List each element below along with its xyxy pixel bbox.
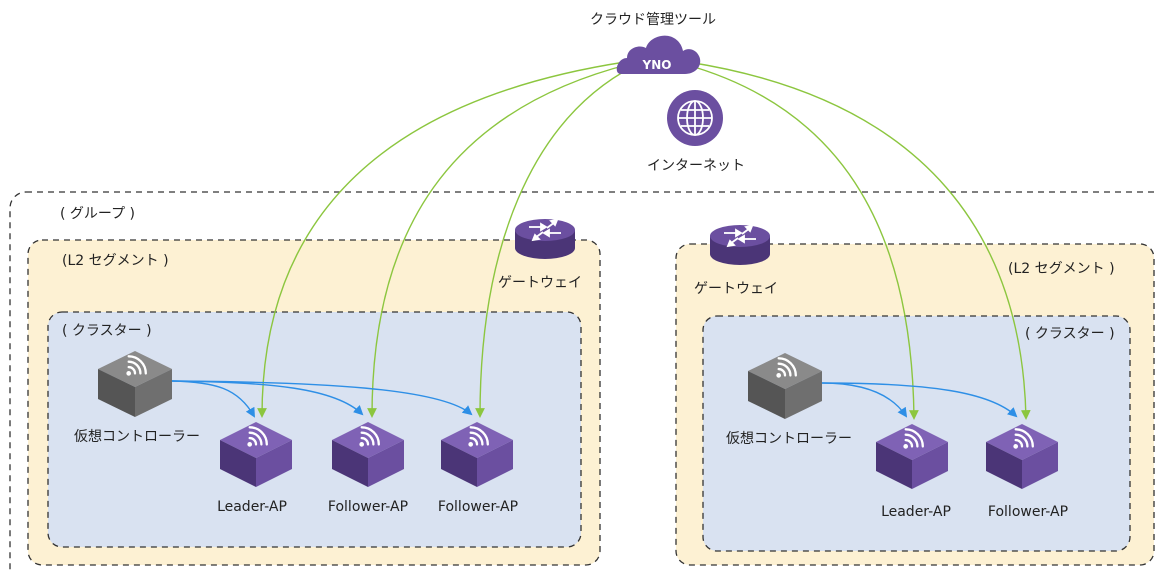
globe-icon: [667, 90, 723, 146]
cloud-links: [257, 61, 1031, 420]
group-boundary: [9, 191, 1158, 574]
link-left-ctrl-follower-2: [171, 380, 473, 416]
left-gateway-router-icon: [515, 218, 575, 259]
internet-label: インターネット: [647, 158, 745, 174]
right-gateway-router-icon: [710, 224, 770, 265]
right-controller-icon: [748, 353, 822, 419]
left-cluster-label: ( クラスター ): [62, 323, 152, 339]
link-cloud-right-leader: [683, 63, 919, 420]
right-follower-ap-icon: [986, 424, 1058, 489]
left-segment-label: (L2 セグメント ): [62, 253, 169, 269]
right-gateway-label: ゲートウェイ: [694, 281, 778, 297]
left-controller-label: 仮想コントローラー: [74, 429, 200, 445]
left-follower-ap-1-icon: [332, 422, 404, 487]
right-follower-ap-label: Follower-AP: [987, 504, 1069, 520]
cloud-title: クラウド管理ツール: [590, 12, 716, 28]
right-segment-label: (L2 セグメント ): [1008, 261, 1115, 277]
left-cluster-box: [47, 311, 582, 548]
left-follower-ap-2-label: Follower-AP: [437, 499, 519, 515]
right-controller-label: 仮想コントローラー: [726, 431, 852, 447]
right-leader-ap-icon: [876, 424, 948, 489]
link-cloud-left-follower-2: [475, 65, 635, 418]
link-cloud-left-leader: [257, 61, 626, 418]
left-follower-ap-1-label: Follower-AP: [327, 499, 409, 515]
left-leader-ap-label: Leader-AP: [217, 499, 287, 515]
left-controller-icon: [98, 351, 172, 417]
link-right-ctrl-follower: [821, 382, 1018, 418]
group-label: ( グループ ): [60, 206, 135, 222]
left-leader-ap-icon: [220, 422, 292, 487]
cloud-icon: YNO: [616, 35, 701, 74]
controller-links: [171, 380, 1018, 418]
left-gateway-label: ゲートウェイ: [498, 275, 582, 291]
link-cloud-left-follower-1: [367, 63, 631, 418]
cloud-badge: YNO: [642, 58, 672, 72]
left-follower-ap-2-icon: [441, 422, 513, 487]
right-cluster-label: ( クラスター ): [1025, 326, 1115, 342]
link-cloud-right-follower: [687, 61, 1031, 420]
right-leader-ap-label: Leader-AP: [881, 504, 951, 520]
